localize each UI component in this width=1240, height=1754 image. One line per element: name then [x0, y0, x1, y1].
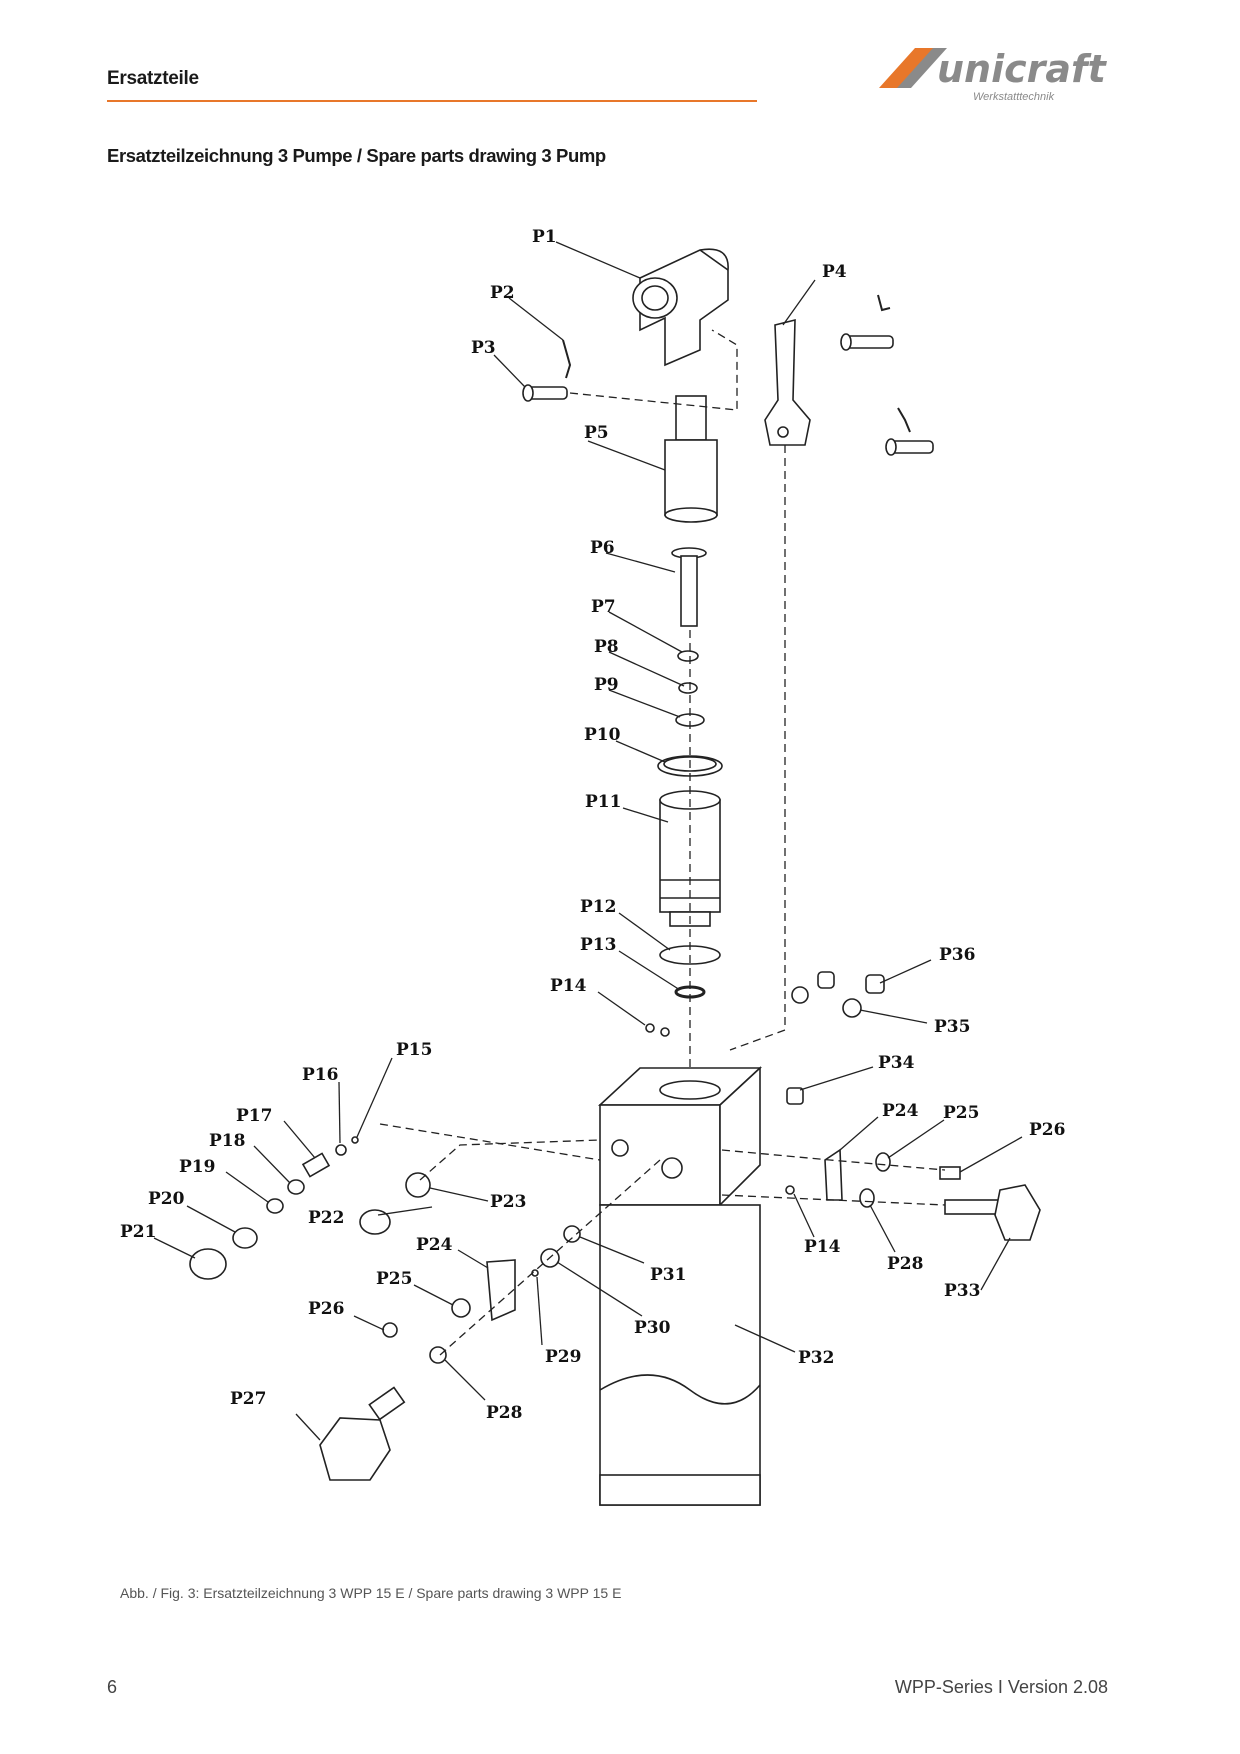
label-p7: P7	[591, 597, 616, 617]
part-p20-screw	[232, 1227, 258, 1249]
logo-brand: unicraft	[937, 47, 1108, 91]
part-p34-fitting	[786, 1087, 804, 1105]
part-p32-pump-body	[597, 1066, 763, 1506]
part-p3-pin	[522, 384, 568, 402]
label-p34: P34	[878, 1053, 915, 1073]
part-p17-spring	[301, 1152, 331, 1178]
part-p4-pin-lower	[885, 438, 934, 456]
part-p23-nut	[405, 1172, 431, 1198]
label-p4: P4	[822, 262, 847, 282]
part-p14-ball-right	[785, 1185, 795, 1195]
label-p24-right: P24	[882, 1101, 919, 1121]
part-p5-piston-sleeve	[664, 395, 718, 523]
part-p4-link	[764, 318, 811, 446]
label-p21: P21	[120, 1222, 156, 1242]
logo-tagline: Werkstatttechnik	[973, 91, 1055, 103]
drawing-title: Ersatzteilzeichnung 3 Pumpe / Spare part…	[107, 145, 606, 166]
label-p30: P30	[634, 1318, 671, 1338]
label-p1: P1	[532, 227, 557, 247]
header-rule	[107, 100, 757, 102]
label-p26-right: P26	[1029, 1120, 1065, 1140]
part-p36-plug	[865, 974, 885, 994]
part-p26-screw-right	[939, 1166, 961, 1180]
label-p32: P32	[798, 1348, 834, 1368]
label-p31: P31	[650, 1265, 686, 1285]
label-p36: P36	[939, 945, 975, 965]
part-p36-plug-2	[817, 971, 835, 989]
label-p9: P9	[594, 675, 619, 695]
part-p16-seat	[335, 1144, 347, 1156]
part-p4-pin	[840, 333, 894, 351]
label-p14-right: P14	[804, 1237, 841, 1257]
page-number: 6	[107, 1677, 118, 1697]
part-p24-bracket-left	[486, 1259, 516, 1322]
label-p11: P11	[585, 792, 621, 812]
logo-mark	[879, 48, 937, 88]
part-p15-ball	[351, 1136, 359, 1144]
label-p10: P10	[584, 725, 621, 745]
part-p14-ball	[645, 1023, 655, 1033]
label-p28-left: P28	[486, 1403, 522, 1423]
part-p19-nut	[266, 1198, 284, 1214]
part-p28-ring-right	[859, 1188, 875, 1208]
section-title: Ersatzteile	[107, 68, 199, 89]
document-version: WPP-Series I Version 2.08	[894, 1677, 1108, 1697]
unicraft-logo: unicraft Werkstatttechnik	[879, 47, 1108, 103]
part-p26-screw-left	[382, 1322, 398, 1338]
label-p35: P35	[934, 1017, 970, 1037]
part-p22-plug	[359, 1209, 391, 1235]
part-p28-nut-left	[429, 1346, 447, 1364]
label-p16: P16	[302, 1065, 338, 1085]
label-p24-left: P24	[416, 1235, 453, 1255]
label-p13: P13	[580, 935, 616, 955]
part-p8-ring	[678, 682, 698, 694]
part-p6-plunger	[671, 547, 707, 627]
part-p14-ball-2	[660, 1027, 670, 1037]
label-p14: P14	[550, 976, 587, 996]
label-p19: P19	[179, 1157, 215, 1177]
part-p31-washer	[563, 1225, 581, 1243]
label-p28-right: P28	[887, 1254, 923, 1274]
label-p8: P8	[594, 637, 619, 657]
label-p22: P22	[308, 1208, 344, 1228]
label-p6: P6	[590, 538, 615, 558]
label-p20: P20	[148, 1189, 185, 1209]
part-p27-valve-knob-left	[319, 1386, 406, 1481]
label-p29: P29	[545, 1347, 581, 1367]
part-p4-clip	[877, 294, 891, 312]
part-p25-ring-right	[875, 1152, 891, 1172]
part-p24-bracket-right	[824, 1148, 843, 1201]
part-p21-cap	[189, 1248, 227, 1280]
part-p2-clip	[562, 339, 572, 379]
label-p12: P12	[580, 897, 616, 917]
part-p7-ring	[677, 650, 699, 662]
part-p4-clip-lower	[897, 407, 911, 433]
part-p1-handle-socket	[632, 248, 729, 367]
part-p33-valve-knob-right	[944, 1184, 1041, 1241]
part-p35-washer	[842, 998, 862, 1018]
label-p25-right: P25	[943, 1103, 979, 1123]
part-p35-washer-2	[791, 986, 809, 1004]
label-p18: P18	[209, 1131, 245, 1151]
part-p25-ring-left	[451, 1298, 471, 1318]
label-p25-left: P25	[376, 1269, 412, 1289]
part-p30-nut	[540, 1248, 560, 1268]
label-p3: P3	[471, 338, 496, 358]
part-p18-washer	[287, 1179, 305, 1195]
label-p33: P33	[944, 1281, 980, 1301]
label-p15: P15	[396, 1040, 432, 1060]
label-p23: P23	[490, 1192, 526, 1212]
leader-lines	[153, 241, 1023, 1441]
label-p5: P5	[584, 423, 609, 443]
label-p17: P17	[236, 1106, 272, 1126]
label-p2: P2	[490, 283, 515, 303]
part-labels: P1 P2 P3 P4 P5 P6 P7 P8 P9 P10 P11 P12 P…	[120, 227, 1065, 1423]
label-p27: P27	[230, 1389, 266, 1409]
figure-caption: Abb. / Fig. 3: Ersatzteilzeichnung 3 WPP…	[120, 1585, 622, 1601]
label-p26-left: P26	[308, 1299, 344, 1319]
alignment-lines	[379, 329, 946, 1356]
